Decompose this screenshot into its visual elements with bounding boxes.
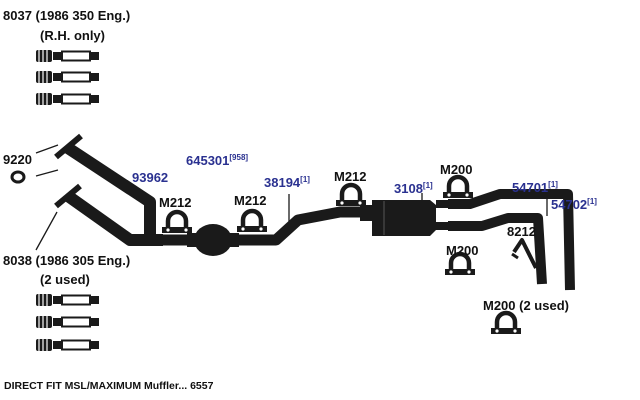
- clamp-m200-c: [491, 313, 521, 334]
- link-3108[interactable]: 3108[1]: [394, 178, 433, 196]
- link-54701-ref: [1]: [548, 180, 558, 189]
- link-38194[interactable]: 38194[1]: [264, 172, 310, 190]
- label-m200-b: M200: [446, 243, 479, 258]
- intermediate-pipe-38194: [238, 194, 370, 246]
- clamp-m212-b: [237, 211, 267, 232]
- tail-pipes-54701-54702: [448, 189, 575, 291]
- link-54701[interactable]: 54701[1]: [512, 177, 558, 195]
- label-m212-b: M212: [234, 193, 267, 208]
- label-8038-line1: 8038 (1986 305 Eng.): [3, 253, 131, 268]
- hanger-8212: [511, 238, 538, 269]
- y-pipe-93962: [54, 133, 163, 246]
- label-8037-line2: (R.H. only): [40, 28, 105, 43]
- label-8038-line2: (2 used): [40, 272, 90, 287]
- muffler-3108: [360, 193, 448, 236]
- link-54702[interactable]: 54702[1]: [551, 194, 597, 212]
- stud-kit-8037: [35, 49, 100, 106]
- label-8037-line1: 8037 (1986 350 Eng.): [3, 8, 131, 23]
- gasket-9220-shape: [10, 170, 26, 184]
- link-38194-ref: [1]: [300, 175, 310, 184]
- link-645301[interactable]: 645301[958]: [186, 150, 248, 168]
- link-645301-ref: [958]: [229, 153, 249, 162]
- link-54701-number: 54701: [512, 180, 549, 195]
- clamp-m200-a: [443, 177, 473, 198]
- link-54702-ref: [1]: [587, 197, 597, 206]
- clamp-m212-c: [336, 185, 366, 206]
- label-m212-a: M212: [159, 195, 192, 210]
- link-3108-ref: [1]: [422, 181, 433, 190]
- label-m200-c: M200 (2 used): [483, 298, 569, 313]
- stud-kit-8038: [35, 293, 100, 352]
- link-54702-number: 54702: [551, 197, 588, 212]
- clamp-m212-a: [162, 212, 192, 233]
- label-9220: 9220: [3, 152, 32, 167]
- link-3108-number: 3108: [394, 181, 423, 196]
- label-m200-a: M200: [440, 162, 473, 177]
- leader-lines: [35, 144, 59, 251]
- link-645301-number: 645301: [186, 153, 230, 168]
- label-m212-c: M212: [334, 169, 367, 184]
- resonator-645301: [187, 224, 239, 256]
- label-8212: 8212: [507, 224, 536, 239]
- link-93962[interactable]: 93962: [132, 170, 169, 185]
- link-38194-number: 38194: [264, 175, 301, 190]
- footer-caption[interactable]: DIRECT FIT MSL/MAXIMUM Muffler... 6557: [4, 380, 214, 392]
